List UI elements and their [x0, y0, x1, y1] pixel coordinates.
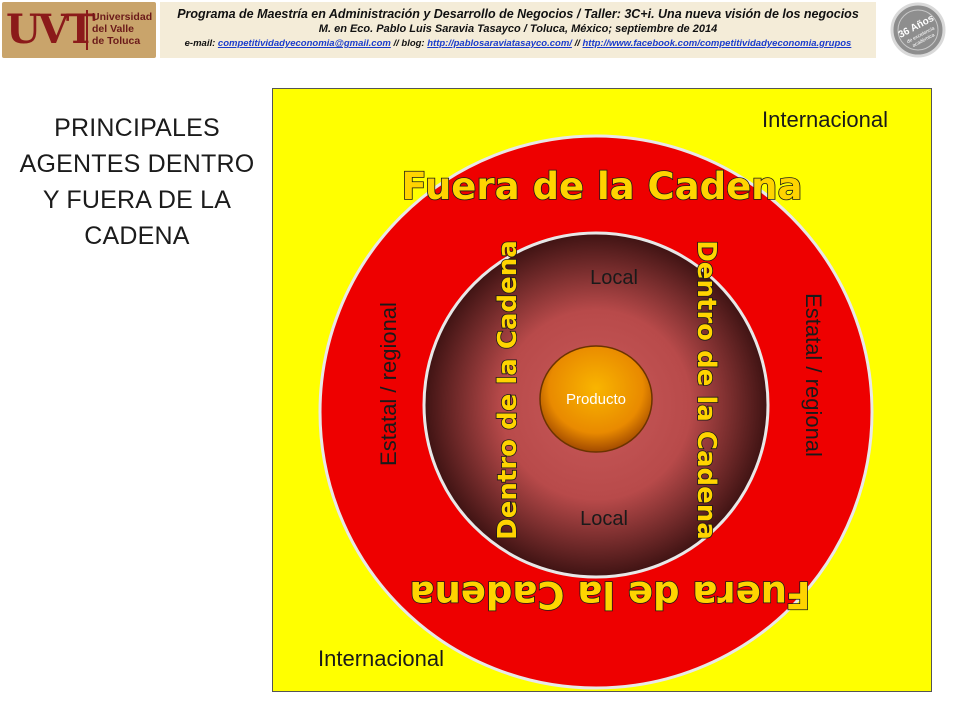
label-international-bottom: Internacional — [318, 646, 444, 671]
heading-inside-chain-left: Dentro de la Cadena — [493, 240, 523, 540]
anniversary-seal: 36 Años de excelencia académica — [890, 2, 946, 58]
email-link[interactable]: competitividadyeconomia@gmail.com — [217, 38, 391, 49]
blog-prefix: // blog: — [393, 38, 425, 49]
logo-line-3: de Toluca — [92, 35, 141, 47]
page-title: PRINCIPALES AGENTES DENTRO Y FUERA DE LA… — [19, 114, 255, 250]
value-chain-diagram: Internacional Internacional Fuera de la … — [272, 88, 932, 692]
contact-line: e-mail: competitividadyeconomia@gmail.co… — [160, 38, 876, 49]
heading-outside-chain-top: Fuera de la Cadena — [402, 165, 803, 208]
link-separator: // — [574, 38, 580, 49]
label-local-bottom: Local — [580, 508, 628, 530]
logo-line-1: Universidad — [92, 11, 153, 23]
label-local-top: Local — [590, 267, 638, 289]
label-international-top: Internacional — [762, 107, 888, 132]
label-state-regional-left: Estatal / regional — [376, 302, 401, 466]
diagram-svg: Internacional Internacional Fuera de la … — [272, 88, 932, 692]
product-core — [539, 345, 653, 453]
heading-outside-chain-bottom: Fuera de la Cadena — [410, 573, 811, 616]
program-line: Programa de Maestría en Administración y… — [177, 7, 859, 21]
label-state-regional-right: Estatal / regional — [801, 293, 826, 457]
author-line: M. en Eco. Pablo Luis Saravia Tasayco / … — [318, 23, 718, 35]
logo-divider — [86, 10, 88, 50]
university-logo: UVT Universidad del Valle de Toluca — [2, 2, 156, 58]
slide-header: UVT Universidad del Valle de Toluca Prog… — [0, 0, 960, 62]
logo-mark: UVT — [6, 6, 96, 53]
email-prefix: e-mail: — [184, 38, 216, 49]
header-banner: Programa de Maestría en Administración y… — [160, 2, 876, 58]
label-product: Producto — [566, 391, 626, 408]
facebook-link[interactable]: http://www.facebook.com/competitividadye… — [582, 38, 852, 49]
logo-name: Universidad del Valle de Toluca — [92, 11, 154, 47]
heading-inside-chain-right: Dentro de la Cadena — [691, 240, 721, 540]
blog-link[interactable]: http://pablosaraviatasayco.com/ — [427, 38, 572, 49]
logo-line-2: del Valle — [92, 23, 135, 35]
